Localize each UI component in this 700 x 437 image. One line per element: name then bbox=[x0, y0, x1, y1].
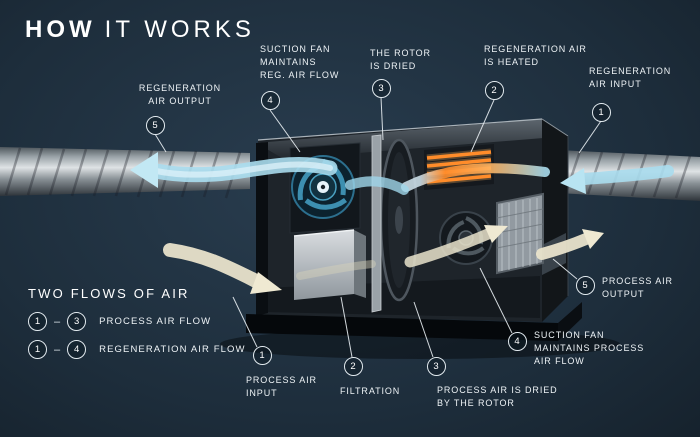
legend-range-dash: – bbox=[54, 343, 61, 356]
legend-label-process-air-flow: PROCESS AIR FLOW bbox=[99, 316, 212, 327]
callout-label-suction-fan-process: SUCTION FAN MAINTAINS PROCESS AIR FLOW bbox=[534, 330, 645, 367]
callout-badge-1-process-air-input: 1 bbox=[252, 345, 272, 365]
filter-cabinet bbox=[293, 229, 366, 300]
rotor bbox=[379, 138, 419, 302]
legend-range-dash: – bbox=[54, 315, 61, 328]
callout-badge-1-reg-air-input: 1 bbox=[591, 102, 611, 122]
legend-row-regeneration-air-flow: 1 – 4 REGENERATION AIR FLOW bbox=[28, 340, 246, 359]
legend-badge-regeneration-start: 1 bbox=[28, 340, 47, 359]
regeneration-flow-arrows bbox=[130, 152, 674, 195]
legend-badge-regeneration-end: 4 bbox=[67, 340, 87, 359]
legend-badge-process-end: 3 bbox=[67, 312, 87, 331]
callout-label-process-air-output: PROCESS AIR OUTPUT bbox=[602, 276, 673, 300]
legend-row-process-air-flow: 1 – 3 PROCESS AIR FLOW bbox=[28, 312, 211, 331]
title-rest: IT WORKS bbox=[104, 16, 255, 43]
callout-label-regeneration-air-output: REGENERATION AIR OUTPUT bbox=[138, 83, 222, 107]
callout-badge-3-rotor-dried: 3 bbox=[371, 78, 391, 98]
box-edge-highlights bbox=[257, 118, 569, 296]
callout-label-filtration: FILTRATION bbox=[340, 386, 401, 396]
callout-label-reg-air-heated: REGENERATION AIR IS HEATED bbox=[484, 44, 587, 68]
mesh-filter bbox=[496, 192, 544, 275]
process-flow-arrows bbox=[163, 225, 604, 294]
callout-badge-3-process-air-dried: 3 bbox=[426, 356, 446, 376]
legend-heading: TWO FLOWS OF AIR bbox=[28, 286, 190, 301]
page-title: HOW IT WORKS bbox=[25, 16, 255, 44]
legend-label-regeneration-air-flow: REGENERATION AIR FLOW bbox=[99, 344, 246, 355]
callout-label-process-air-dried: PROCESS AIR IS DRIED BY THE ROTOR bbox=[437, 385, 558, 409]
leader-lines bbox=[154, 96, 602, 358]
flow-arrows bbox=[130, 152, 674, 294]
callout-badge-5-process-air-output: 5 bbox=[575, 275, 595, 295]
callout-label-reg-air-input: REGENERATION AIR INPUT bbox=[589, 66, 672, 90]
divider-wall bbox=[371, 134, 382, 313]
callout-badge-4-suction-fan-reg: 4 bbox=[260, 90, 280, 110]
title-emphasis: HOW bbox=[25, 16, 96, 43]
callout-badge-2-reg-air-heated: 2 bbox=[484, 80, 504, 100]
callout-label-process-air-input: PROCESS AIR INPUT bbox=[246, 375, 317, 399]
callout-badge-2-filtration: 2 bbox=[343, 356, 363, 376]
legend-badge-process-start: 1 bbox=[28, 312, 47, 331]
callout-badge-5-regeneration-air-output: 5 bbox=[145, 115, 165, 135]
callout-label-suction-fan-reg: SUCTION FAN MAINTAINS REG. AIR FLOW bbox=[260, 44, 340, 81]
callout-badge-4-suction-fan-process: 4 bbox=[507, 331, 527, 351]
callout-label-rotor-dried: THE ROTOR IS DRIED bbox=[370, 48, 431, 72]
